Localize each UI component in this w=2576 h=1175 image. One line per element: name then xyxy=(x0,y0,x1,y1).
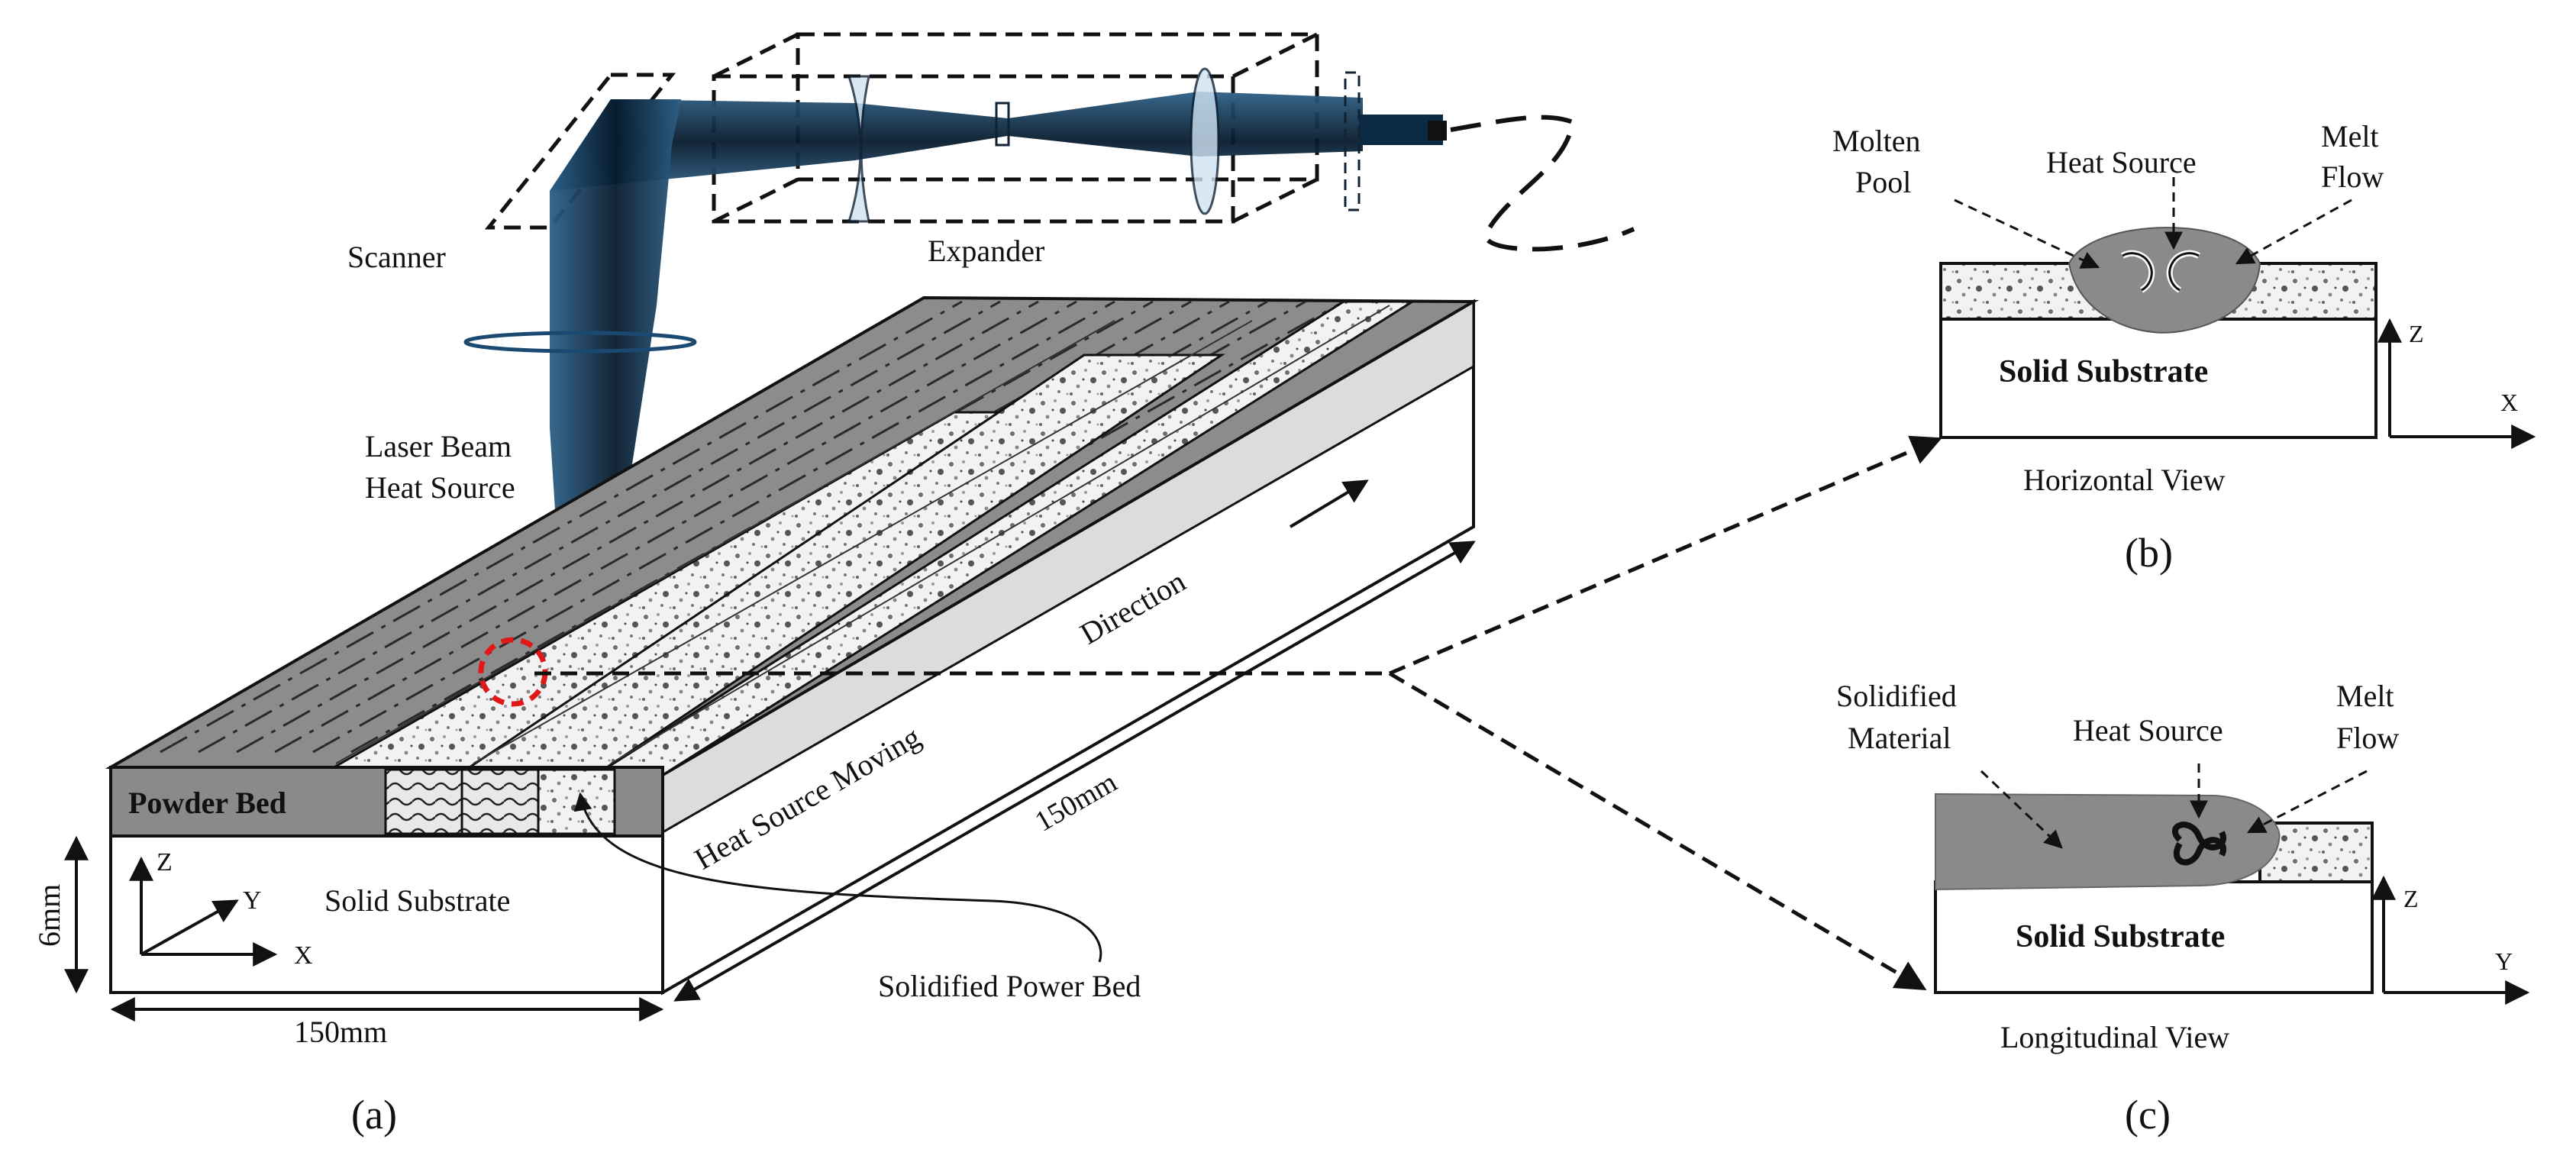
caption-b: (b) xyxy=(2125,530,2173,576)
dash-link-b xyxy=(1389,435,1942,676)
melt-flow-swirls-c xyxy=(2172,822,2226,866)
laser-label-2: Heat Source xyxy=(365,470,515,505)
front-track-2 xyxy=(460,768,540,835)
axis-y-c: Y xyxy=(2495,947,2513,975)
dim-height-label: 6mm xyxy=(32,884,66,947)
scanner-mirror xyxy=(484,73,676,230)
expander-label: Expander xyxy=(928,234,1044,268)
expander-lens-3 xyxy=(1190,67,1220,215)
axis-x-a: X xyxy=(294,941,313,970)
heat-source-label-b: Heat Source xyxy=(2046,145,2197,179)
melt-label-1-b: Melt xyxy=(2321,119,2379,153)
focus-lens xyxy=(463,331,697,353)
expander-lens-4 xyxy=(1344,71,1361,211)
powder-bed-label: Powder Bed xyxy=(128,786,286,820)
axes-a xyxy=(129,856,278,967)
fiber-cable xyxy=(1450,115,1635,252)
panel-c: Solidified Material Heat Source Melt Flo… xyxy=(1836,679,2530,1138)
dash-link-c xyxy=(1388,671,1927,991)
laser-label-1: Laser Beam xyxy=(365,429,512,463)
axis-y-a: Y xyxy=(243,886,262,915)
solidified-leader xyxy=(573,792,1102,963)
molten-pool-b xyxy=(2068,227,2261,334)
dim-length-label: 150mm xyxy=(1030,766,1123,838)
substrate-b xyxy=(1939,318,2377,439)
expander-lens-1 xyxy=(847,75,870,223)
axis-z-c: Z xyxy=(2403,885,2419,912)
dim-width-label: 150mm xyxy=(294,1015,387,1049)
axes-c xyxy=(2371,875,2530,1005)
axis-x-b: X xyxy=(2500,389,2518,416)
horizontal-view-label: Horizontal View xyxy=(2023,463,2226,497)
substrate-c xyxy=(1934,880,2374,994)
front-track-1 xyxy=(384,768,463,835)
caption-c: (c) xyxy=(2125,1092,2171,1138)
direction-arrow xyxy=(1289,479,1369,528)
molten-label-2: Pool xyxy=(1855,165,1911,199)
axis-z-b: Z xyxy=(2409,320,2424,347)
front-track-3 xyxy=(537,768,616,835)
solidified-material-c xyxy=(1935,792,2281,891)
substrate-front xyxy=(109,834,664,994)
axes-b xyxy=(2377,318,2536,449)
melt-flow-swirl-outline-b xyxy=(2122,252,2200,292)
solid-substrate-label-a: Solid Substrate xyxy=(324,883,510,918)
solidified-label-2: Material xyxy=(1848,721,1951,755)
scanner-label: Scanner xyxy=(347,240,446,274)
solidified-power-bed-label: Solidified Power Bed xyxy=(878,969,1141,1003)
molten-label-1: Molten xyxy=(1832,124,1921,158)
melt-label-2-b: Flow xyxy=(2321,160,2384,194)
panel-b: Molten Pool Heat Source Melt Flow Solid … xyxy=(1832,119,2536,576)
heat-source-label-c: Heat Source xyxy=(2073,713,2223,747)
melt-label-2-c: Flow xyxy=(2336,721,2399,755)
laser-beam-horizontal xyxy=(550,92,1363,191)
solid-substrate-label-c: Solid Substrate xyxy=(2016,919,2225,954)
melt-label-1-c: Melt xyxy=(2336,679,2394,713)
panel-a: Scanner Expander Laser Beam Heat Source … xyxy=(32,32,1942,1138)
dim-length-line xyxy=(673,541,1476,1002)
axis-z-a: Z xyxy=(157,848,173,876)
expander-lens-2 xyxy=(995,102,1010,147)
caption-a: (a) xyxy=(351,1092,397,1138)
longitudinal-view-label: Longitudinal View xyxy=(2000,1020,2229,1054)
solidified-label-1: Solidified xyxy=(1836,679,1957,713)
solid-substrate-label-b: Solid Substrate xyxy=(1999,354,2208,389)
